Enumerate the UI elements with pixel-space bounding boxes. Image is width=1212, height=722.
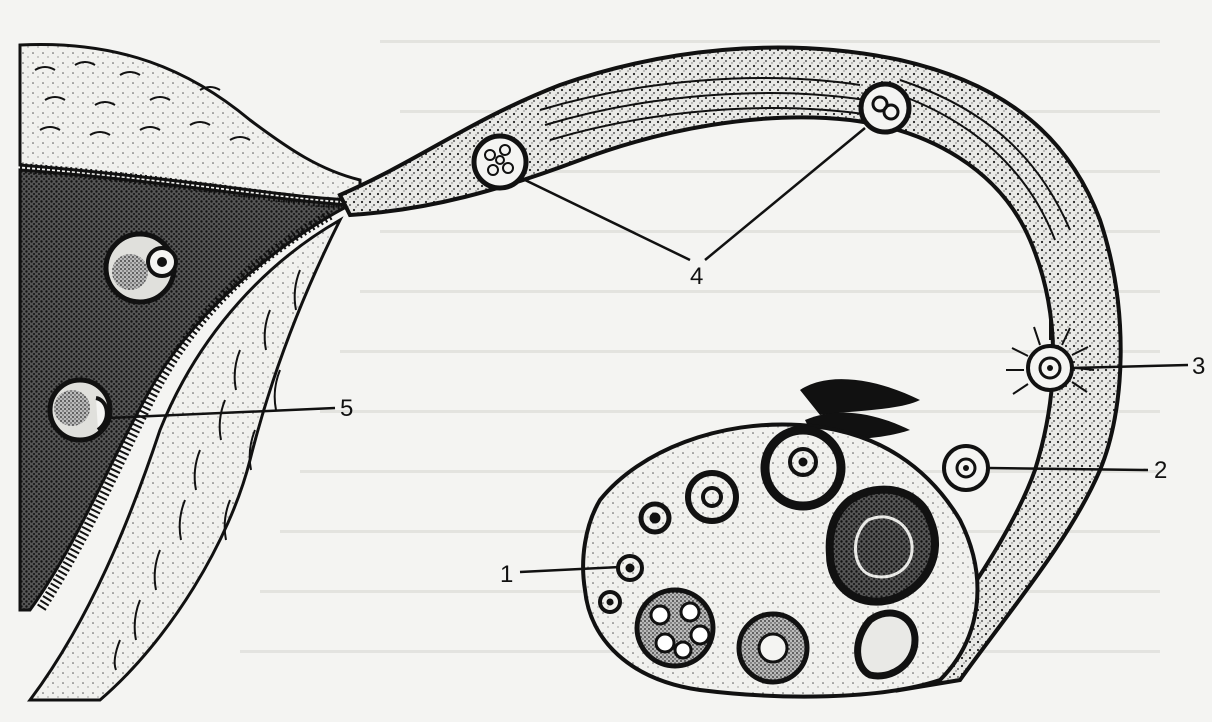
implanted-embryo [50,380,110,440]
label-1: 1 [500,561,513,588]
embryo-in-uterus [106,234,176,302]
label-4: 4 [690,263,703,290]
egg-in-tube-2 [861,84,909,132]
leader-line-2 [988,468,1148,470]
fimbriae [800,379,920,415]
label-3: 3 [1192,353,1205,380]
leader-line-4b [705,128,865,260]
label-2: 2 [1154,457,1167,484]
leader-line-4a [525,180,690,260]
egg-in-tube-1 [474,136,526,188]
label-5: 5 [340,395,353,422]
corpus-albicans [858,613,915,676]
ovulation-egg [944,446,988,490]
